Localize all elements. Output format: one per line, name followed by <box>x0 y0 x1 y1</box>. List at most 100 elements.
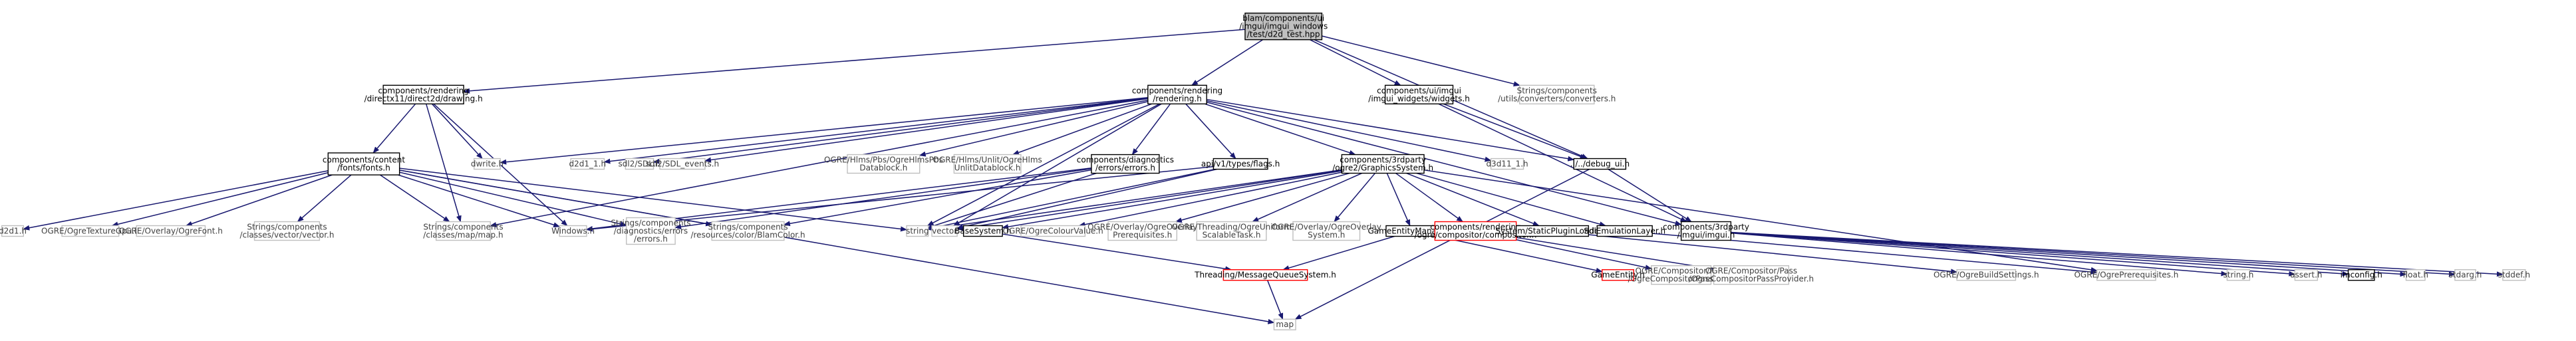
graph-node-sdlemu[interactable]: SdlEmulationLayer.h <box>1584 225 1665 237</box>
graph-edge <box>23 170 329 231</box>
graph-node-label: BaseSystem.h <box>954 227 1011 236</box>
graph-node-label-line: /errors.h <box>634 235 668 244</box>
graph-edge <box>399 171 627 227</box>
edge-root-to-rendering <box>1191 39 1263 86</box>
graph-node-box <box>1573 158 1627 170</box>
edge-graphics-to-entitymgr <box>1386 173 1411 227</box>
graph-edge <box>1252 172 1362 223</box>
graph-node-passprov: OGRE/Compositor/Pass/OgreCompositorPassP… <box>1689 265 1814 285</box>
graph-node-fonts[interactable]: components/content/fonts/fonts.h <box>323 152 405 175</box>
graph-edge <box>1175 172 1350 223</box>
graph-edge <box>1185 103 1236 160</box>
graph-node-label: components/rendering/directx11/direct2d/… <box>364 86 483 103</box>
graph-edge <box>1395 172 1463 223</box>
edge-flags-to-vector <box>956 168 1218 230</box>
edge-graphics-to-colourvalue <box>1078 171 1342 227</box>
graph-node-label-line: SdlEmulationLayer.h <box>1584 227 1665 236</box>
edge-rendering-to-vector <box>952 103 1162 227</box>
graph-edge <box>674 168 1092 230</box>
graph-node-drawing[interactable]: components/rendering/directx11/direct2d/… <box>364 84 483 105</box>
graph-node-label-line: Windows.h <box>551 227 595 236</box>
graph-edge <box>1266 280 1284 320</box>
graph-edge <box>399 168 908 232</box>
graph-node-label: imconfig.h <box>2341 271 2382 280</box>
graph-node-label: d3d11_1.h <box>1486 160 1528 169</box>
graph-node-passdef: OGRE/Compositor/Pass/OgreCompositorPassD… <box>1628 265 1735 285</box>
graph-node-windows: Windows.h <box>551 225 595 237</box>
graph-node-label: components/diagnostics/errors/errors.h <box>1077 156 1174 173</box>
nodes-layer: blam/components/ui/imgui/imgui_windows/t… <box>0 13 2530 330</box>
graph-node-compositor[interactable]: components/rendering/ogre/compositor/com… <box>1415 221 1537 241</box>
graph-node-widgets[interactable]: components/ui/imgui/imgui_widgets/widget… <box>1368 84 1470 105</box>
graph-node-label-line: Strings/components <box>423 223 503 232</box>
graph-edge <box>1131 103 1171 156</box>
edge-fonts-to-d2d1 <box>23 170 329 231</box>
graph-edge <box>927 168 1215 231</box>
graph-node-asserth: assert.h <box>2290 269 2323 281</box>
graph-node-label-line: /diagnostics/errors <box>614 227 688 236</box>
graph-node-box <box>1384 84 1454 105</box>
graph-node-box <box>953 154 1022 174</box>
graph-node-label-line: BaseSystem.h <box>954 227 1011 236</box>
graph-node-box <box>570 158 605 170</box>
graph-node-basesystem[interactable]: BaseSystem.h <box>954 225 1012 237</box>
graph-node-label: d2d1.h <box>0 227 27 236</box>
graph-node-box <box>1147 84 1207 105</box>
graph-edge <box>1443 103 1587 160</box>
graph-node-label-line: /resources/color/BlamColor.h <box>690 231 805 240</box>
graph-edge <box>1731 231 2504 277</box>
graph-node-buildsettings: OGRE/OgreBuildSettings.h <box>1933 269 2039 281</box>
graph-edge <box>704 98 1148 163</box>
graph-node-colourvalue: OGRE/OgreColourValue.h <box>1003 225 1103 237</box>
graph-node-stringh: string.h <box>2223 269 2253 281</box>
graph-node-debug_ui[interactable]: ../../debug_ui.h <box>1570 158 1630 170</box>
graph-node-label-line: ../../debug_ui.h <box>1570 160 1630 169</box>
graph-edge <box>185 174 333 227</box>
graph-node-imguih[interactable]: components/3rdparty/imgui/imgui.h <box>1663 221 1749 241</box>
edge-widgets-to-debug_ui <box>1443 103 1587 160</box>
graph-node-d2d1: d2d1.h <box>0 225 27 237</box>
graph-edge <box>398 174 561 228</box>
graph-edge <box>1516 237 1715 271</box>
graph-node-label-line: /ogre2/GraphicsSystem.h <box>1332 164 1433 173</box>
graph-node-label-line: OGRE/Threading/OgreUniform <box>1172 223 1292 232</box>
graph-node-box <box>2226 269 2251 281</box>
graph-node-rendering[interactable]: components/rendering/rendering.h <box>1132 84 1222 105</box>
graph-node-d2d1_1_a: d2d1_1.h <box>569 158 606 170</box>
edge-flags-to-string <box>927 168 1215 231</box>
graph-node-graphics[interactable]: components/3rdparty/ogre2/GraphicsSystem… <box>1332 154 1433 174</box>
graph-node-label-line: float.h <box>2403 271 2428 280</box>
edge-imguih-to-stdargh <box>1731 231 2456 277</box>
edge-rendering-to-errors <box>1131 103 1171 156</box>
graph-node-label: OGRE/OgreColourValue.h <box>1003 227 1103 236</box>
graph-node-msgqueue[interactable]: Threading/MessageQueueSystem.h <box>1194 269 1336 281</box>
graph-node-pluginloader[interactable]: System/StaticPluginLoader.h <box>1495 225 1610 237</box>
graph-node-flags[interactable]: api/v1/types/flags.h <box>1201 158 1280 170</box>
graph-node-label-line: /directx11/direct2d/drawing.h <box>364 94 483 103</box>
graph-node-label-line: string.h <box>2223 271 2253 280</box>
graph-node-errors[interactable]: components/diagnostics/errors/errors.h <box>1077 154 1174 174</box>
edge-errors-to-string <box>927 172 1097 229</box>
graph-node-imconfig[interactable]: imconfig.h <box>2341 269 2382 281</box>
graph-node-box <box>1107 221 1178 241</box>
graph-node-label: SdlEmulationLayer.h <box>1584 227 1665 236</box>
edge-root-to-drawing <box>463 29 1246 94</box>
graph-edge <box>585 166 1214 232</box>
graph-edge <box>1322 35 1520 87</box>
graph-edge <box>1406 172 1540 227</box>
graph-node-label: ../../debug_ui.h <box>1570 160 1630 169</box>
graph-node-gameentity[interactable]: GameEntity.h <box>1591 269 1645 281</box>
graph-node-label-line: stdarg.h <box>2449 271 2482 280</box>
graph-node-root[interactable]: blam/components/ui/imgui/imgui_windows/t… <box>1239 13 1328 41</box>
graph-node-label-line: imconfig.h <box>2341 271 2382 280</box>
graph-node-box <box>847 154 921 174</box>
edge-rendering-to-imguih <box>1207 101 1682 226</box>
graph-node-label: Threading/MessageQueueSystem.h <box>1194 271 1336 280</box>
graph-node-box <box>711 221 785 241</box>
graph-node-box <box>1273 318 1296 330</box>
edge-graphics-to-compositor <box>1395 172 1463 223</box>
graph-node-label: OGRE/OgreTextureGpu.h <box>41 227 140 236</box>
